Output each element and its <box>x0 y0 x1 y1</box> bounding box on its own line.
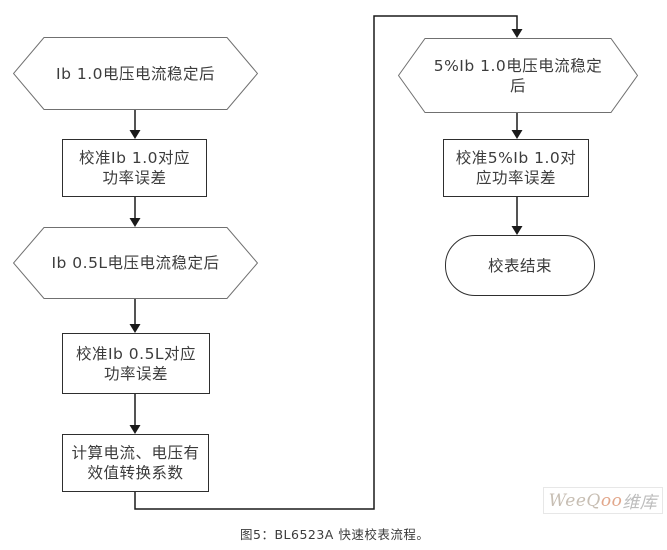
label-line1: 校准5%Ib 1.0对 <box>455 149 577 167</box>
label-line1: 校准Ib 1.0对应 <box>79 149 190 167</box>
condition-hexagon-5pct-ib10: 5%Ib 1.0电压电流稳定 后 <box>398 38 638 113</box>
process-box-calibrate-5pct-ib10: 校准5%Ib 1.0对 应功率误差 <box>443 139 589 197</box>
process-box-label: 校准5%Ib 1.0对 应功率误差 <box>456 148 577 188</box>
process-box-calibrate-ib05l: 校准Ib 0.5L对应 功率误差 <box>62 333 210 394</box>
label-line1: 计算电流、电压有 <box>71 444 200 462</box>
hexagon-label: Ib 1.0电压电流稳定后 <box>56 64 215 83</box>
figure-caption: 图5：BL6523A 快速校表流程。 <box>240 527 430 542</box>
label-line2: 功率误差 <box>102 169 167 187</box>
condition-hexagon-ib05l: Ib 0.5L电压电流稳定后 <box>13 227 258 299</box>
arrowhead-icon <box>511 226 523 235</box>
label-line1: 5%Ib 1.0电压电流稳定 <box>433 56 603 75</box>
watermark-text-accent: oo <box>600 490 623 511</box>
arrowhead-icon <box>129 425 141 434</box>
label-line2: 效值转换系数 <box>87 464 184 482</box>
start-hexagon-ib10: Ib 1.0电压电流稳定后 <box>13 37 258 110</box>
hexagon-label: Ib 0.5L电压电流稳定后 <box>51 254 220 272</box>
arrowhead-icon <box>129 130 141 139</box>
label-line2: 应功率误差 <box>475 169 556 187</box>
hexagon-label: 5%Ib 1.0电压电流稳定 后 <box>434 56 603 96</box>
label-line1: 校准Ib 0.5L对应 <box>75 344 197 363</box>
terminator-label: 校表结束 <box>487 256 552 275</box>
watermark-text-prefix: WeeQ <box>548 490 601 511</box>
label-line2: 后 <box>509 76 526 95</box>
arrowhead-icon <box>129 324 141 333</box>
terminator-calibration-end: 校表结束 <box>445 235 595 296</box>
process-box-label: 校准Ib 0.5L对应 功率误差 <box>76 344 196 384</box>
label-line2: 功率误差 <box>103 364 168 383</box>
process-box-label: 计算电流、电压有 效值转换系数 <box>71 443 199 483</box>
watermark-text-suffix: 维库 <box>622 493 658 513</box>
process-box-label: 校准Ib 1.0对应 功率误差 <box>79 148 190 188</box>
arrowhead-icon <box>511 130 523 139</box>
arrowhead-icon <box>511 29 523 38</box>
process-box-calibrate-ib10: 校准Ib 1.0对应 功率误差 <box>62 139 207 197</box>
process-box-calc-rms-coefficients: 计算电流、电压有 效值转换系数 <box>62 434 209 492</box>
arrowhead-icon <box>129 218 141 227</box>
